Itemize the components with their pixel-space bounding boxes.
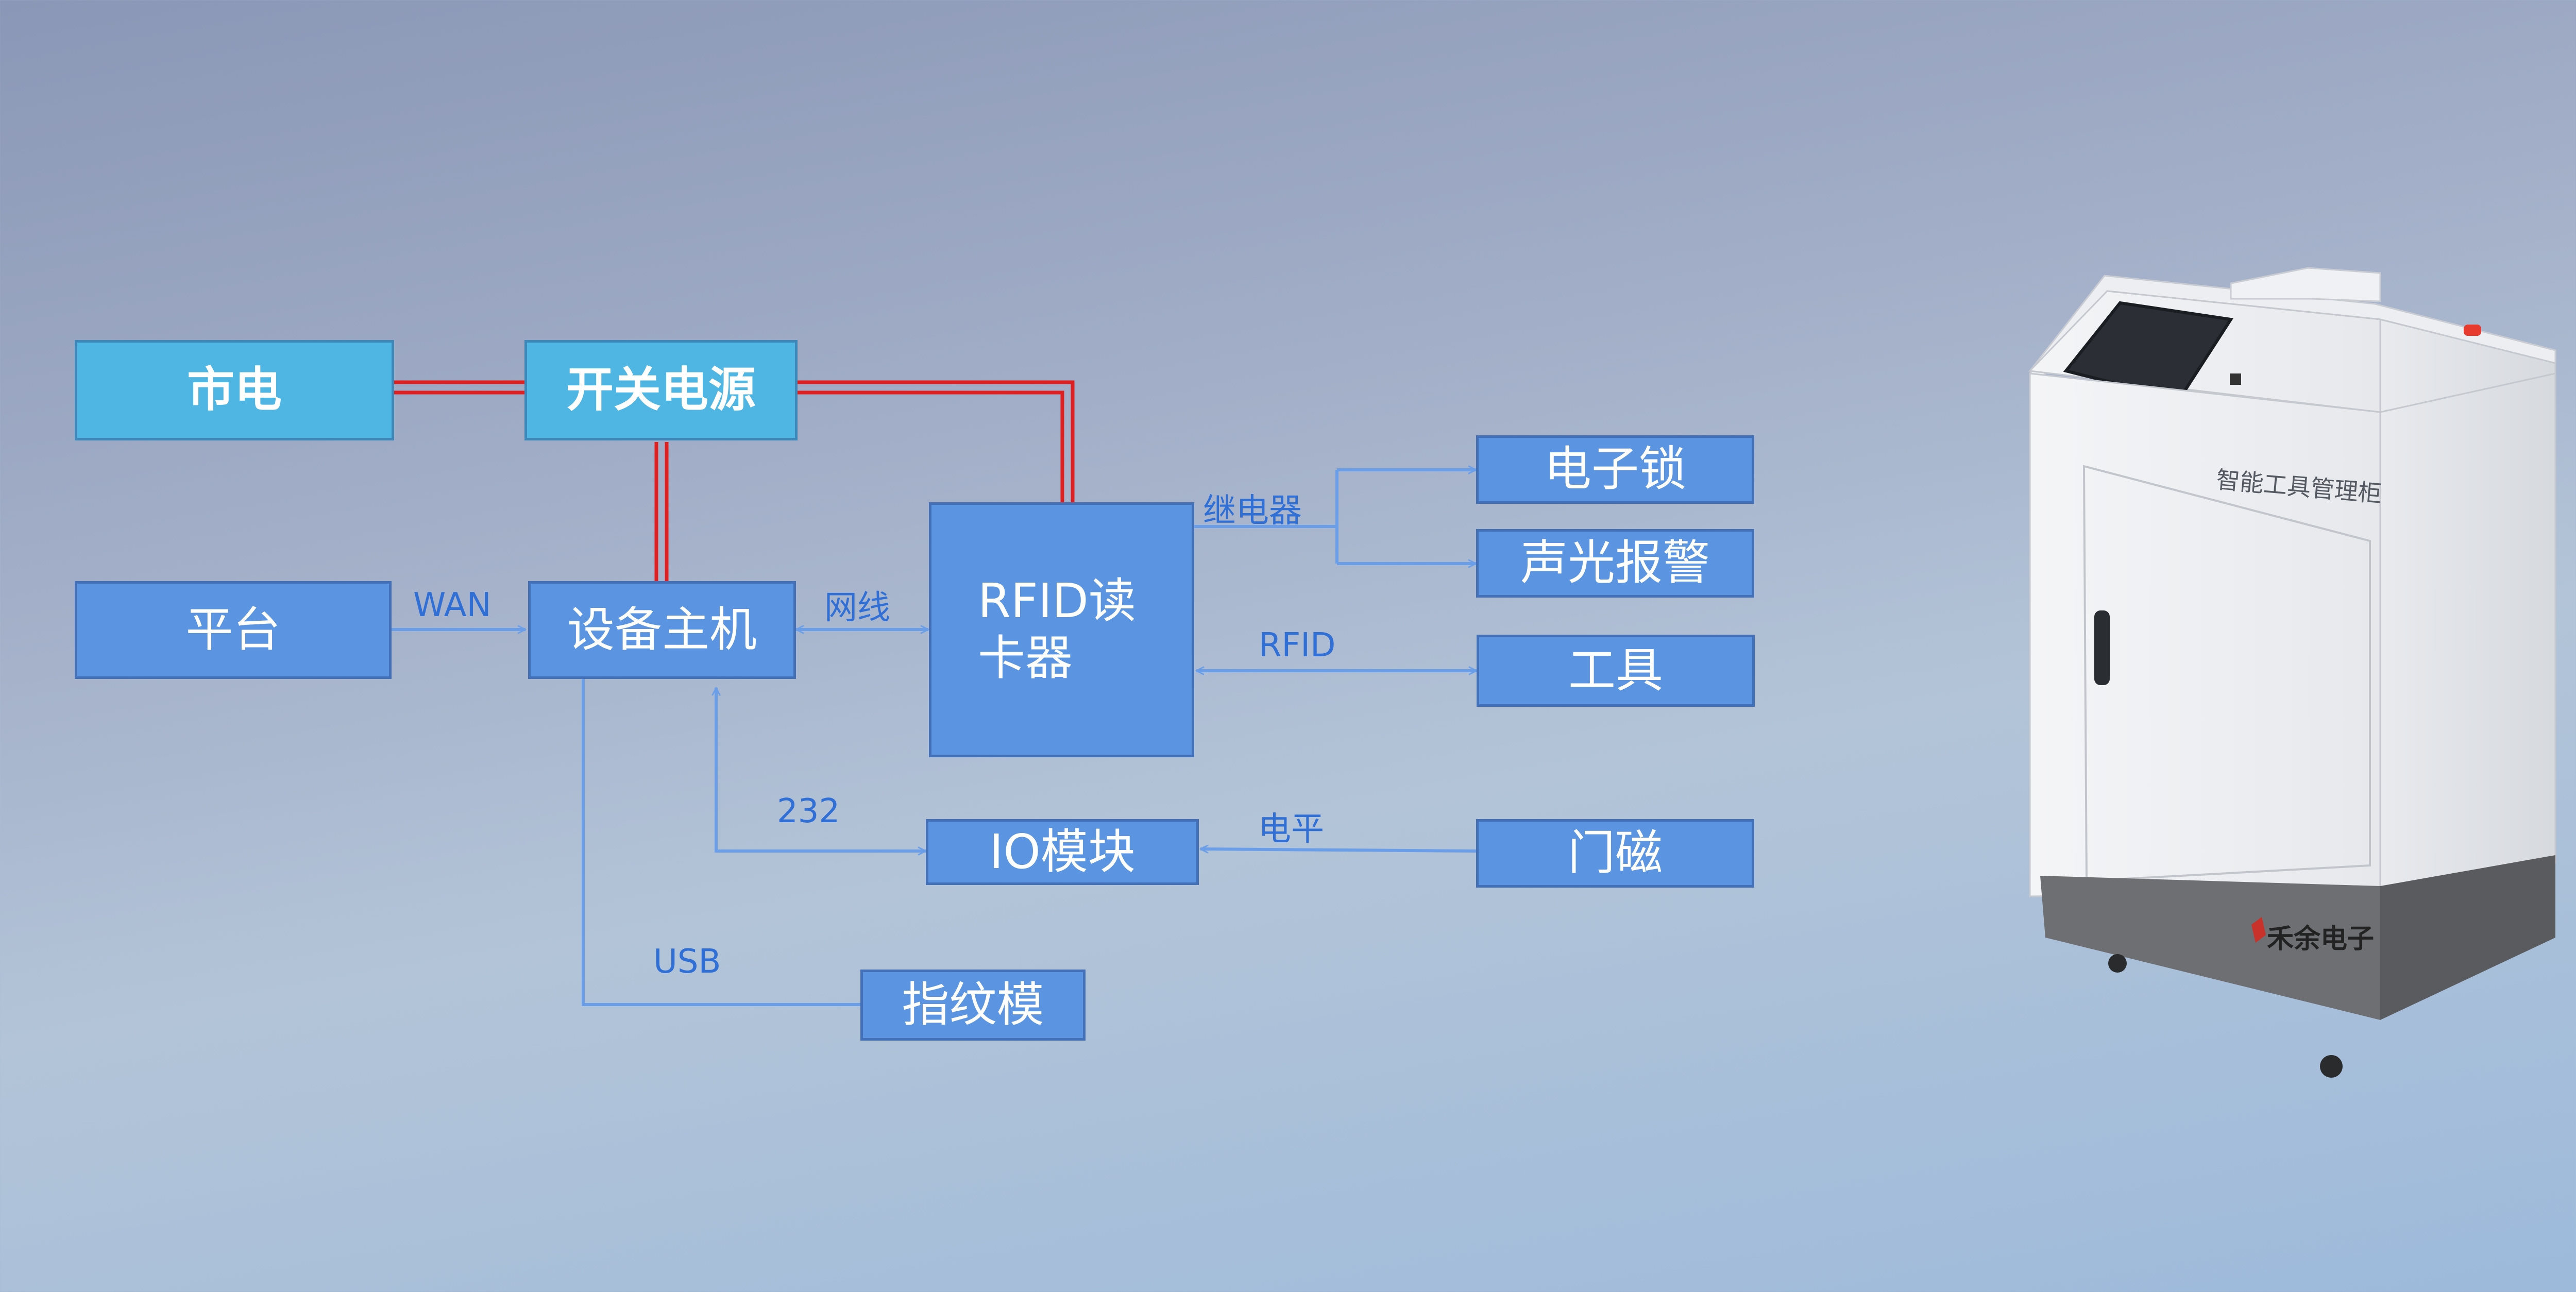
node-platform: 平台 [75,581,392,679]
node-tool: 工具 [1477,635,1755,707]
edge-label-wan: WAN [413,586,492,624]
power-lines [394,380,1075,581]
node-electronic-lock: 电子锁 [1476,435,1754,504]
warning-light-icon [2464,325,2481,336]
rfid-reader-label: RFID读卡器 [978,573,1136,686]
node-device-host: 设备主机 [528,581,796,679]
node-rfid-reader: RFID读卡器 [929,502,1194,757]
edge-label-usb: USB [653,943,721,981]
edge-label-network-cable: 网线 [824,589,890,627]
door-handle-icon [2094,610,2110,685]
cabinet-brand-text: 禾余电子 [2267,924,2375,955]
edge-label-232: 232 [777,792,840,830]
signal-lines [392,470,1477,1006]
brand-logo-icon [2251,917,2266,943]
edge-label-relay: 继电器 [1203,492,1302,530]
tool-cabinet-image [2028,267,2556,1078]
node-switch-power-supply: 开关电源 [524,340,798,440]
node-mains: 市电 [75,340,394,440]
node-sound-light-alarm: 声光报警 [1476,529,1754,598]
edge-label-level: 电平 [1258,810,1324,848]
edge-label-rfid: RFID [1259,626,1336,665]
node-door-magnet: 门磁 [1476,819,1754,888]
node-io-module: IO模块 [926,819,1199,885]
node-fingerprint-module: 指纹模 [860,970,1086,1041]
